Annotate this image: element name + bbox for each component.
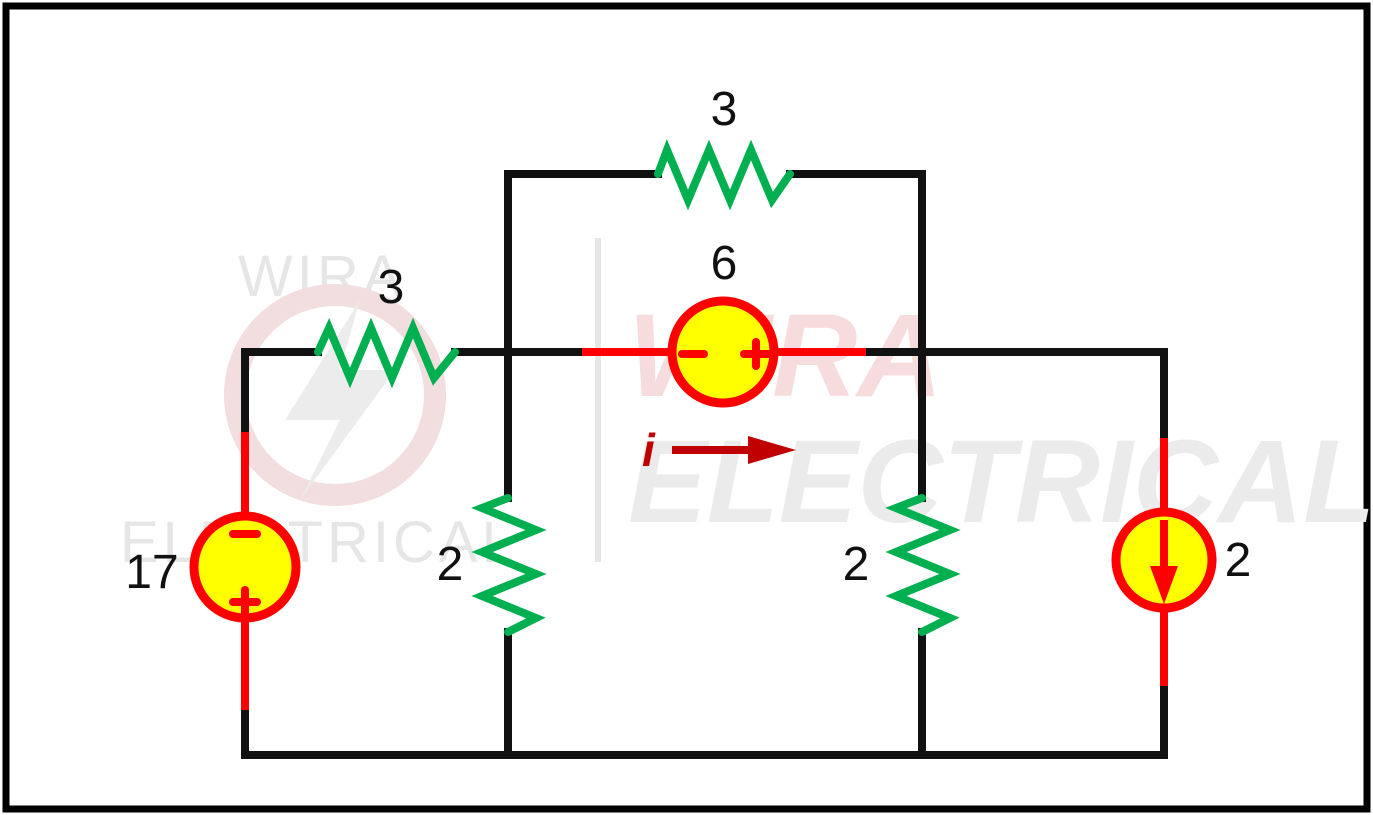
voltage-source-17: [189, 511, 301, 623]
watermark-small-bottom: ELECTRICAL: [120, 510, 518, 575]
watermark-bolt-icon: [285, 300, 395, 500]
voltage-source-6: [667, 296, 779, 408]
current-label: i: [642, 424, 656, 476]
arrow-down-icon: [1150, 566, 1178, 604]
value-labels: 3 3 6 17 2 2 2: [125, 83, 1251, 599]
current-source-2: [1111, 507, 1217, 613]
wire-left-top: [241, 348, 322, 436]
current-source-2-label: 2: [1225, 534, 1252, 587]
source-leads: [241, 348, 1168, 710]
watermark-logo-ring: [224, 284, 446, 506]
current-indicator: i: [642, 424, 796, 476]
wire-top-right: [786, 170, 926, 502]
resistors: [314, 139, 961, 636]
voltage-source-6-label: 6: [711, 237, 738, 290]
resistor-middle-left: [471, 494, 547, 636]
resistor-top: [654, 139, 794, 211]
middle-right-resistor-label: 2: [843, 538, 870, 591]
voltage-source-17-label: 17: [125, 546, 178, 599]
wires: [241, 170, 1168, 759]
resistor-middle-right: [885, 494, 961, 636]
middle-left-resistor-label: 2: [437, 538, 464, 591]
arrow-right-icon: [748, 436, 796, 464]
left-resistor-label: 3: [378, 261, 405, 314]
voltage-source-6-body: [667, 296, 779, 408]
wire-ground: [241, 682, 1168, 759]
top-resistor-label: 3: [711, 83, 738, 136]
watermark-big-bottom: ELECTRICAL: [628, 416, 1373, 548]
wire-top-left: [504, 170, 662, 502]
resistor-left: [314, 317, 459, 389]
